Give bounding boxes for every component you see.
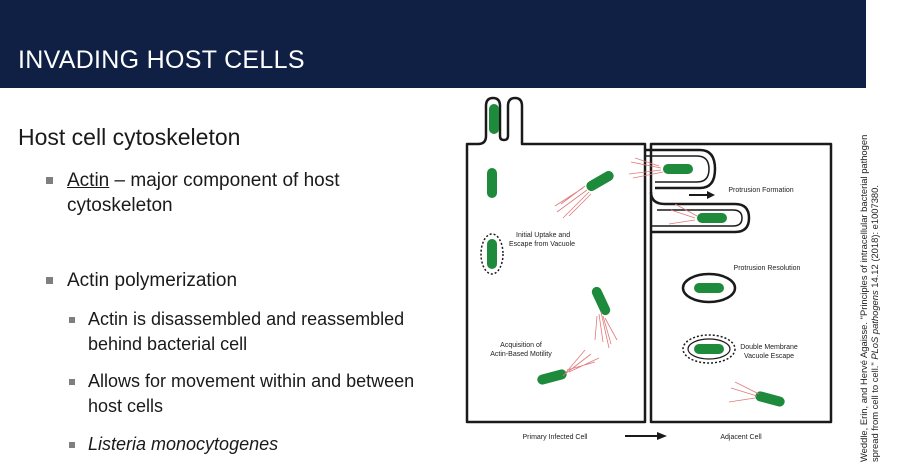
bacterium-motile-1 — [586, 171, 614, 191]
bullet-marker-icon — [46, 177, 53, 184]
label-protrusion-formation: Protrusion Formation — [728, 187, 793, 194]
label-motility-2: Actin-Based Motility — [490, 351, 552, 358]
protrusion-upper — [645, 148, 717, 190]
bacterium-protrusion-2 — [697, 213, 727, 223]
slide-title: INVADING HOST CELLS — [18, 46, 305, 74]
sub-bullet-listeria: Listeria monocytogenes — [69, 432, 433, 457]
slide-heading: Host cell cytoskeleton — [18, 124, 241, 150]
adjacent-cell-membrane — [649, 142, 833, 424]
bacterium-adjacent-free — [755, 391, 785, 407]
actin-tails — [554, 157, 760, 403]
label-adjacent-cell: Adjacent Cell — [720, 434, 762, 441]
bacterium-free — [487, 168, 497, 198]
label-vacuole-escape: Vacuole Escape — [744, 353, 794, 360]
citation-details: 14.12 (2018): e1007380. — [869, 185, 880, 291]
label-protrusion-resolution: Protrusion Resolution — [734, 265, 801, 272]
sub-bullet-marker-icon — [69, 317, 75, 323]
bacterium-resolution — [694, 283, 724, 293]
double-membrane-escape — [682, 334, 736, 364]
label-double-membrane: Double Membrane — [740, 344, 798, 351]
label-primary-cell: Primary Infected Cell — [523, 434, 588, 441]
bacterium-motile-2 — [591, 286, 611, 316]
bullet-marker-icon — [46, 277, 53, 284]
sub-bullet-text: Listeria monocytogenes — [88, 434, 279, 454]
label-motility-1: Acquisition of — [500, 342, 542, 349]
citation: Weddle, Erin, and Hervé Agaisse. "Princi… — [858, 132, 880, 462]
cell-spread-svg: Initial Uptake and Escape from Vacuole A… — [465, 96, 833, 441]
citation-journal: PLoS pathogens — [869, 290, 880, 360]
sub-bullet-movement: Allows for movement within and between h… — [69, 369, 433, 419]
label-uptake-2: Escape from Vacuole — [509, 241, 575, 248]
label-uptake-1: Initial Uptake and — [516, 232, 570, 239]
cell-spread-diagram: Initial Uptake and Escape from Vacuole A… — [445, 92, 845, 466]
title-bar: INVADING HOST CELLS — [0, 0, 866, 88]
sub-bullet-text: Allows for movement within and between h… — [88, 371, 415, 416]
bullet-text: Actin polymerization — [67, 270, 238, 291]
protrusion-lower — [649, 191, 751, 234]
bacterium-escape — [694, 344, 724, 354]
actin-term: Actin — [67, 170, 110, 191]
double-membrane-resolution — [681, 272, 737, 304]
bacterium-protrusion-1 — [663, 164, 693, 174]
bullet-actin: Actin – major component of host cytoskel… — [46, 168, 407, 218]
bullet-actin-polymerization: Actin polymerization — [46, 268, 407, 293]
primary-cell-membrane — [465, 96, 647, 424]
bacterium-motile-3 — [537, 369, 567, 385]
bacterium-entry — [489, 104, 499, 134]
vacuole — [480, 233, 504, 275]
bacterium-in-vacuole — [487, 239, 497, 269]
sub-bullet-marker-icon — [69, 379, 75, 385]
sub-bullet-text: Actin is disassembled and reassembled be… — [88, 309, 405, 354]
actin-description: – major component of host cytoskeleton — [67, 170, 340, 216]
sub-bullet-marker-icon — [69, 442, 75, 448]
sub-bullet-disassembled: Actin is disassembled and reassembled be… — [69, 307, 433, 357]
